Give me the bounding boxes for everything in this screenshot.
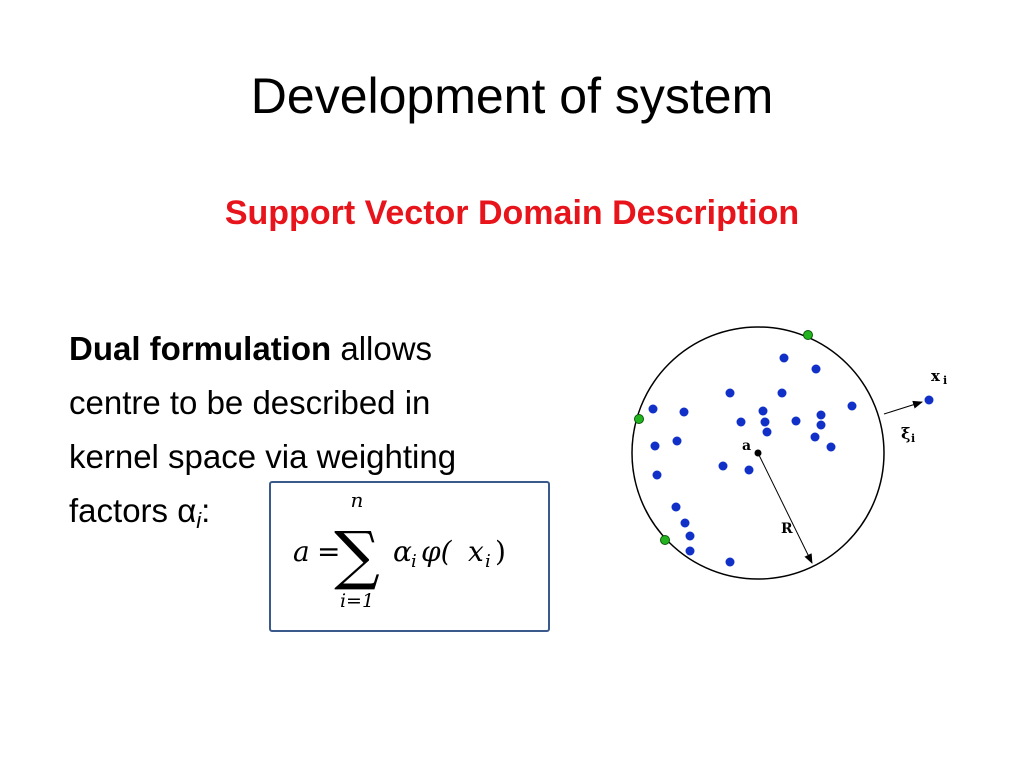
slide-subtitle: Support Vector Domain Description	[224, 194, 800, 232]
body-line-4-prefix: factors α	[69, 492, 197, 529]
data-point	[672, 436, 682, 446]
data-point	[779, 353, 789, 363]
xi-sub: i	[943, 374, 947, 387]
formula-x-sub: i	[485, 551, 491, 572]
radius-label: R	[781, 521, 793, 537]
data-point	[671, 502, 681, 512]
data-point	[758, 406, 768, 416]
formula-lower-limit: i=1	[340, 590, 374, 612]
svdd-diagram: a R x i ξ i	[631, 326, 947, 580]
data-point	[762, 427, 772, 437]
bold-term: Dual formulation	[69, 330, 332, 367]
formula-alpha: α	[393, 535, 412, 568]
data-point	[826, 442, 836, 452]
formula-svg: a = n ∑ i=1 α i φ( x i )	[293, 488, 506, 612]
data-point	[816, 420, 826, 430]
formula-equals: =	[317, 535, 340, 568]
data-point	[679, 407, 689, 417]
formula-upper-limit: n	[351, 488, 364, 512]
data-point	[810, 432, 820, 442]
support-vector	[803, 330, 813, 340]
body-line-2: centre to be described in	[69, 384, 431, 421]
formula-alpha-sub: i	[411, 551, 417, 572]
support-vectors	[634, 330, 813, 545]
body-line-3: kernel space via weighting	[69, 438, 457, 475]
center-label: a	[742, 438, 751, 454]
body-line-4-sub: i	[196, 508, 202, 533]
slide-title: Development of system	[250, 68, 774, 124]
formula-close: )	[495, 535, 506, 568]
data-point	[648, 404, 658, 414]
outlier-point	[924, 395, 934, 405]
xi-label: x	[931, 367, 941, 385]
radius-arrow	[757, 452, 813, 564]
body-text: Dual formulation allows centre to be des…	[69, 322, 589, 538]
formula-box: a = n ∑ i=1 α i φ( x i )	[269, 481, 550, 632]
data-point	[725, 557, 735, 567]
data-point	[811, 364, 821, 374]
data-point	[685, 531, 695, 541]
data-point	[685, 546, 695, 556]
body-line-1: Dual formulation allows	[69, 322, 589, 376]
data-point	[777, 388, 787, 398]
data-point	[725, 388, 735, 398]
slack-arrow	[883, 400, 923, 415]
body-line-1-rest: allows	[331, 330, 433, 367]
formula-sum-symbol: ∑	[334, 519, 380, 593]
center-point	[754, 449, 762, 457]
data-point	[744, 465, 754, 475]
slack-sub: i	[911, 432, 915, 445]
data-point	[791, 416, 801, 426]
data-points	[648, 353, 934, 567]
data-point	[680, 518, 690, 528]
data-point	[816, 410, 826, 420]
support-vector	[634, 414, 644, 424]
formula-phi: φ(	[421, 535, 453, 568]
formula-lhs: a	[293, 535, 310, 568]
data-point	[718, 461, 728, 471]
body-line-4-suffix: :	[201, 492, 211, 529]
data-point	[847, 401, 857, 411]
data-point	[650, 441, 660, 451]
data-point	[736, 417, 746, 427]
slack-label: ξ	[901, 424, 910, 443]
formula-x: x	[468, 535, 484, 568]
data-point	[760, 417, 770, 427]
support-vector	[660, 535, 670, 545]
body-line-4: factors αi:	[69, 484, 589, 538]
boundary-circle	[631, 326, 885, 580]
data-point	[652, 470, 662, 480]
